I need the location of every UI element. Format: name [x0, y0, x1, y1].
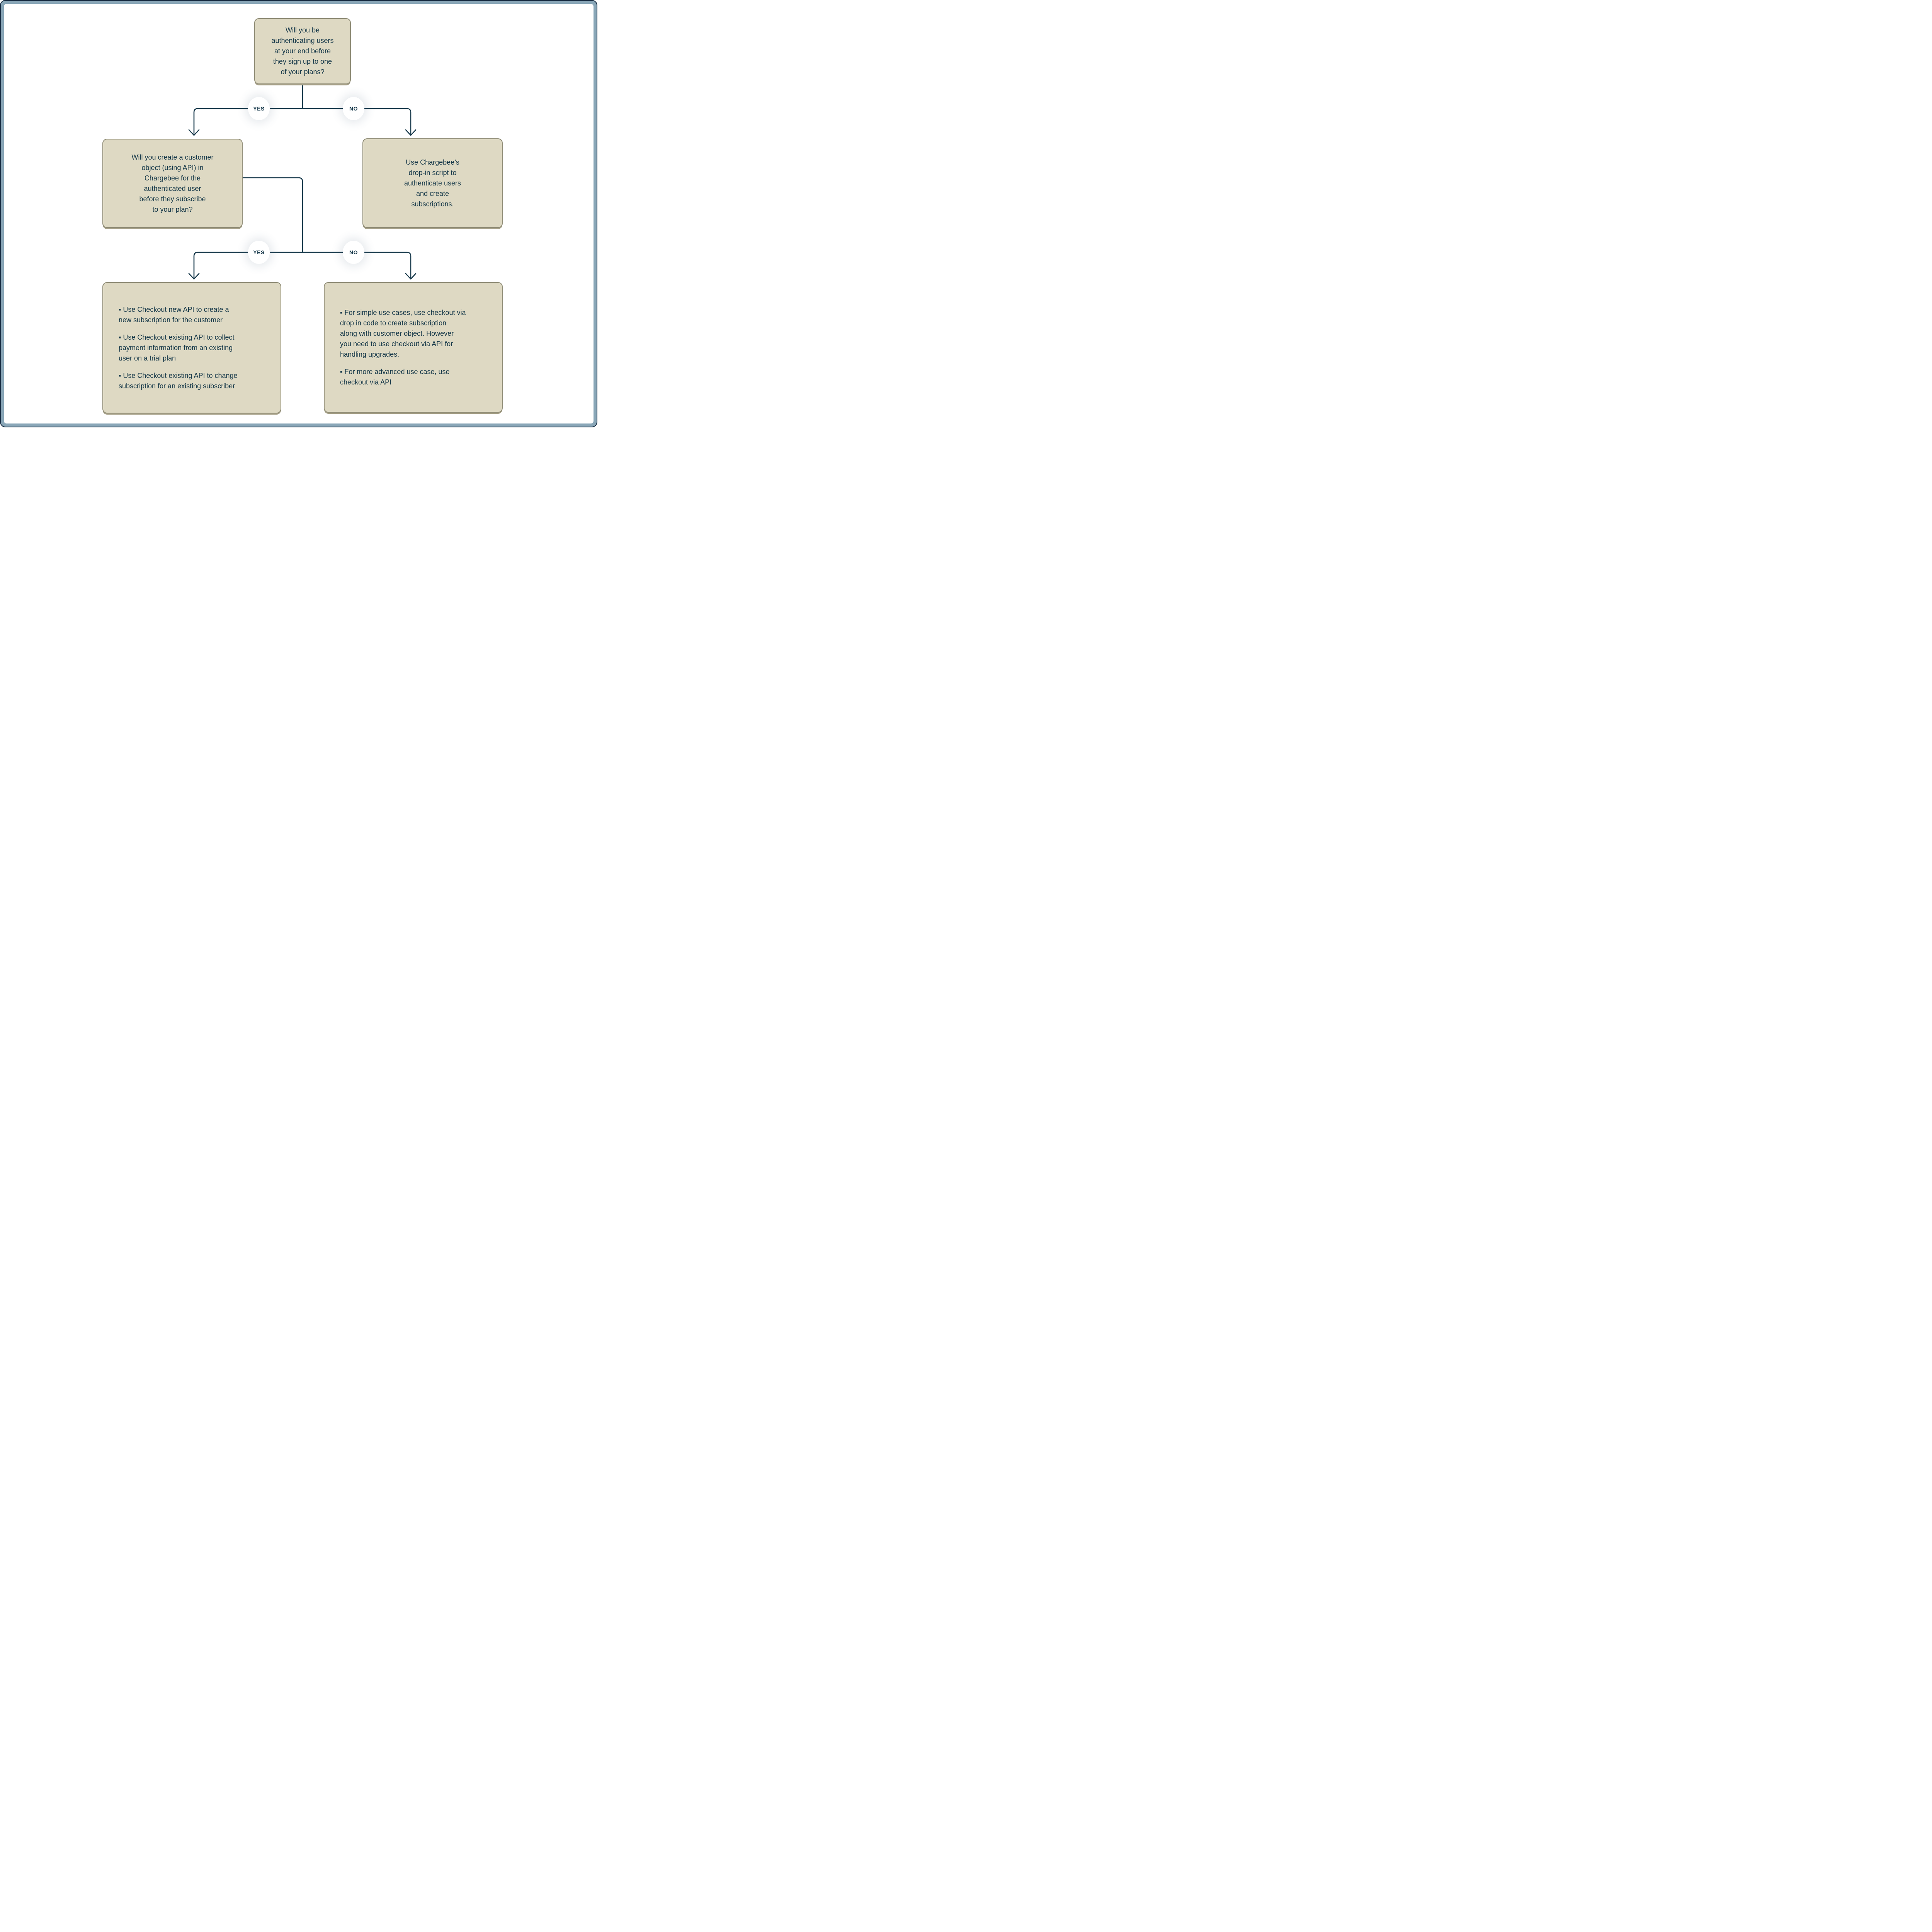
- flowchart-canvas: Will you be authenticating users at your…: [4, 4, 594, 423]
- bullet-item: ▪ Use Checkout existing API to change su…: [119, 371, 238, 390]
- branch2-split-line: [193, 252, 412, 280]
- branch1-no-arrowhead-icon: [405, 129, 417, 136]
- bullet-item: ▪ For simple use cases, use checkout via…: [340, 308, 466, 358]
- page-frame: Will you be authenticating users at your…: [0, 0, 597, 427]
- branch1-no-badge: NO: [343, 97, 364, 120]
- node-checkout-dropin-result: ▪ For simple use cases, use checkout via…: [324, 282, 503, 413]
- branch1-yes-badge: YES: [248, 97, 270, 120]
- bullet-item: ▪ For more advanced use case, use checko…: [340, 367, 450, 386]
- branch1-yes-arrowhead-icon: [188, 129, 200, 136]
- branch2-yes-badge: YES: [248, 241, 270, 264]
- branch2-no-arrowhead-icon: [405, 273, 417, 280]
- bullet-item: ▪ Use Checkout existing API to collect p…: [119, 333, 235, 362]
- connector-lines: [188, 83, 417, 280]
- node-dropin-script-answer: Use Chargebee’s drop-in script to authen…: [362, 138, 503, 228]
- branch1-split-line: [193, 108, 412, 136]
- branch2-yes-arrowhead-icon: [188, 273, 200, 280]
- question2-elbow-line: [242, 177, 303, 253]
- node-root-question: Will you be authenticating users at your…: [254, 18, 351, 84]
- node-customer-object-question: Will you create a customer object (using…: [102, 139, 243, 228]
- node-checkout-api-result: ▪ Use Checkout new API to create a new s…: [102, 282, 281, 413]
- branch2-no-badge: NO: [343, 241, 364, 264]
- bullet-item: ▪ Use Checkout new API to create a new s…: [119, 305, 229, 324]
